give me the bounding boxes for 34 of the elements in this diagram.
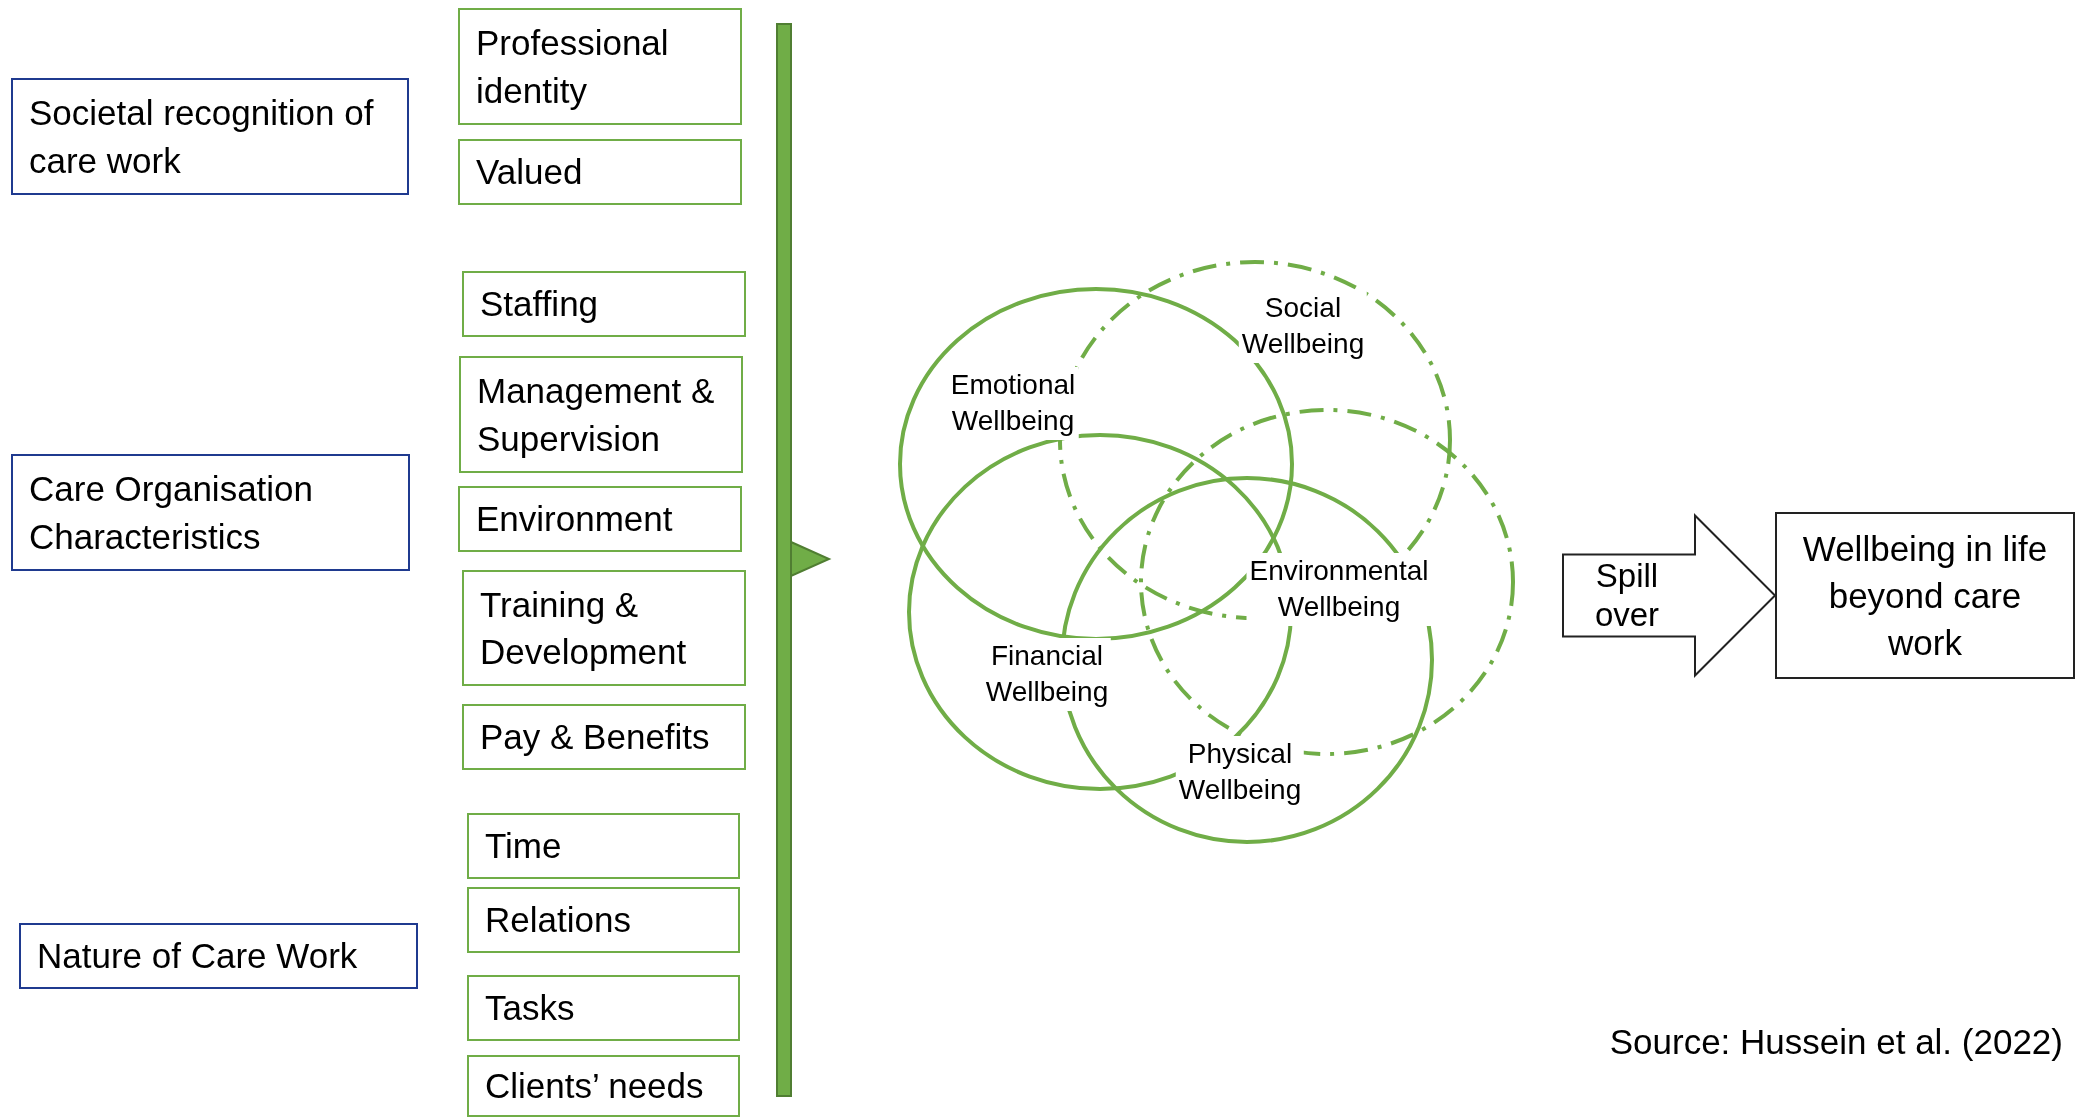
factor-box xyxy=(458,8,742,125)
factor-box xyxy=(467,887,740,953)
factor-box xyxy=(459,356,743,473)
box-label: Environment xyxy=(476,498,673,541)
box-label: Societal recognition of care work xyxy=(29,92,375,182)
box-label: Management & Supervision xyxy=(477,370,716,460)
caption: Source: Hussein et al. (2022) xyxy=(1609,1022,2063,1062)
box-label: Relations xyxy=(485,899,631,942)
box-label: Valued xyxy=(476,151,583,194)
circle-label: Financial Wellbeing xyxy=(982,638,1112,711)
factor-box xyxy=(462,704,746,770)
factor-box xyxy=(462,271,746,337)
category-box xyxy=(19,923,418,989)
factor-box xyxy=(467,813,740,879)
circle-label: Environmental Wellbeing xyxy=(1246,553,1432,626)
factor-box xyxy=(467,1055,740,1117)
box-label: Time xyxy=(485,825,562,868)
box-label: Professional identity xyxy=(476,22,670,112)
factor-box xyxy=(458,486,742,552)
box-label: Care Organisation Characteristics xyxy=(29,468,315,558)
box-label: Wellbeing in life beyond care work xyxy=(1801,527,2049,665)
box-label: Pay & Benefits xyxy=(480,716,710,759)
category-box xyxy=(11,454,410,571)
factor-box xyxy=(467,975,740,1041)
box-label: Staffing xyxy=(480,283,599,326)
category-box xyxy=(11,78,409,195)
box-label: Nature of Care Work xyxy=(37,935,358,978)
box-label: Training & Development xyxy=(480,583,688,673)
outcome-box xyxy=(1775,512,2075,679)
factor-box xyxy=(462,570,746,686)
box-label: Clients’ needs xyxy=(485,1065,704,1108)
box-label: Tasks xyxy=(485,987,575,1030)
circle-label: Social Wellbeing xyxy=(1238,290,1368,363)
factor-box xyxy=(458,139,742,205)
